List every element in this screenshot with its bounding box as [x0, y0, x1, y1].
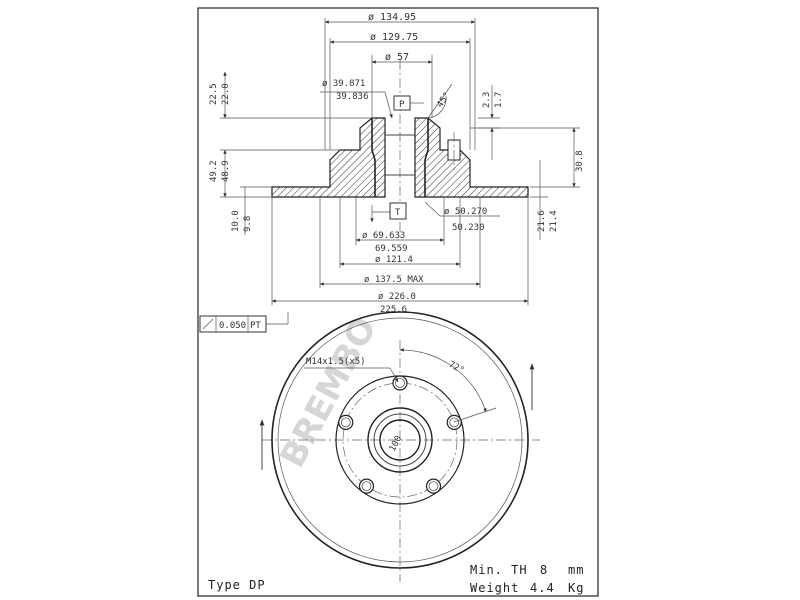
- drawing-frame: [197, 7, 599, 597]
- min-th-value: 8: [540, 563, 548, 577]
- weight-unit: Kg: [568, 581, 584, 595]
- dim-outer-flange: ø 134.95: [368, 12, 416, 23]
- min-th-label: Min. TH: [470, 563, 528, 577]
- center-bore: [379, 419, 421, 461]
- dim-thickness-1: 10.0: [231, 210, 241, 232]
- bolt-circle: [342, 382, 458, 498]
- stud-hole-4: [358, 478, 375, 494]
- stud-thread-5: [340, 417, 351, 428]
- stud-hole-5: [338, 414, 354, 430]
- dim-flange-seat: ø 129.75: [370, 32, 418, 43]
- dim-bore-top-2: 39.836: [336, 92, 369, 102]
- dim-total-height-1: 49.2: [209, 160, 219, 182]
- stud-thread-4: [361, 481, 372, 492]
- dim-hub-top: ø 57: [385, 52, 409, 63]
- tolerance-value: 0.050: [219, 321, 246, 331]
- dim-right-height: 30.8: [575, 150, 585, 172]
- dim-offset-2: 21.4: [549, 210, 559, 232]
- dim-step-height-1: 2.3: [482, 92, 492, 108]
- dim-disc-diameter-1: ø 226.0: [378, 292, 416, 302]
- weight-value: 4.4: [530, 581, 555, 595]
- dim-stud-angle: 72°: [447, 360, 466, 376]
- plan-view: M14x1.5(x5) 72° 100: [259, 311, 540, 582]
- thread-spec: M14x1.5(x5): [306, 357, 366, 367]
- disc-outer-chamfer: [277, 317, 523, 563]
- datum-p-label: P: [399, 100, 405, 110]
- dim-max-diameter: ø 137.5 MAX: [364, 275, 424, 285]
- dim-pcd: 100: [388, 434, 404, 453]
- footer: Type DP Min. TH 8 mm Weight 4.4 Kg: [208, 563, 584, 595]
- hub-neck-left: [371, 118, 376, 197]
- dim-bore-bottom-1: ø 50.270: [444, 207, 487, 217]
- dim-pilot-2: 69.559: [375, 244, 408, 254]
- tolerance-frame: 0.050 PT: [199, 312, 289, 333]
- weight-label: Weight: [470, 581, 519, 595]
- dim-chamfer-angle: 45°: [435, 91, 453, 110]
- dim-bore-bottom-2: 50.230: [452, 223, 485, 233]
- cross-section: ø 134.95 ø 129.75 ø 57 ø 39.871 39.836 P…: [209, 12, 585, 315]
- hub-neck-right: [424, 118, 429, 197]
- type-label: Type DP: [208, 578, 266, 592]
- dim-disc-diameter-2: 225.6: [380, 305, 407, 315]
- min-th-unit: mm: [568, 563, 584, 577]
- dim-friction-inner: ø 121.4: [375, 255, 413, 265]
- dim-hub-height-2: 22.0: [221, 83, 231, 105]
- dim-step-height-2: 1.7: [494, 92, 504, 108]
- dim-bore-top-1: ø 39.871: [322, 79, 365, 89]
- stud-thread-3: [428, 481, 439, 492]
- dim-thickness-2: 9.8: [243, 216, 253, 232]
- datum-t-box: [389, 202, 407, 220]
- dim-hub-height-1: 22.5: [209, 83, 219, 105]
- dim-offset-1: 21.6: [537, 210, 547, 232]
- stud-hole-2: [446, 414, 462, 430]
- tolerance-ref: PT: [250, 321, 261, 331]
- stud-thread-2: [449, 417, 460, 428]
- flatness-symbol-icon: [202, 318, 214, 330]
- dim-total-height-2: 48.9: [221, 160, 231, 182]
- dim-pilot-1: ø 69.633: [362, 231, 405, 241]
- datum-t-label: T: [395, 208, 401, 218]
- section-profile-left: [271, 117, 386, 198]
- stud-hole-3: [425, 478, 442, 494]
- hub-step: [373, 413, 427, 467]
- disc-outer-edge: [271, 311, 529, 569]
- section-profile-right: [414, 117, 529, 198]
